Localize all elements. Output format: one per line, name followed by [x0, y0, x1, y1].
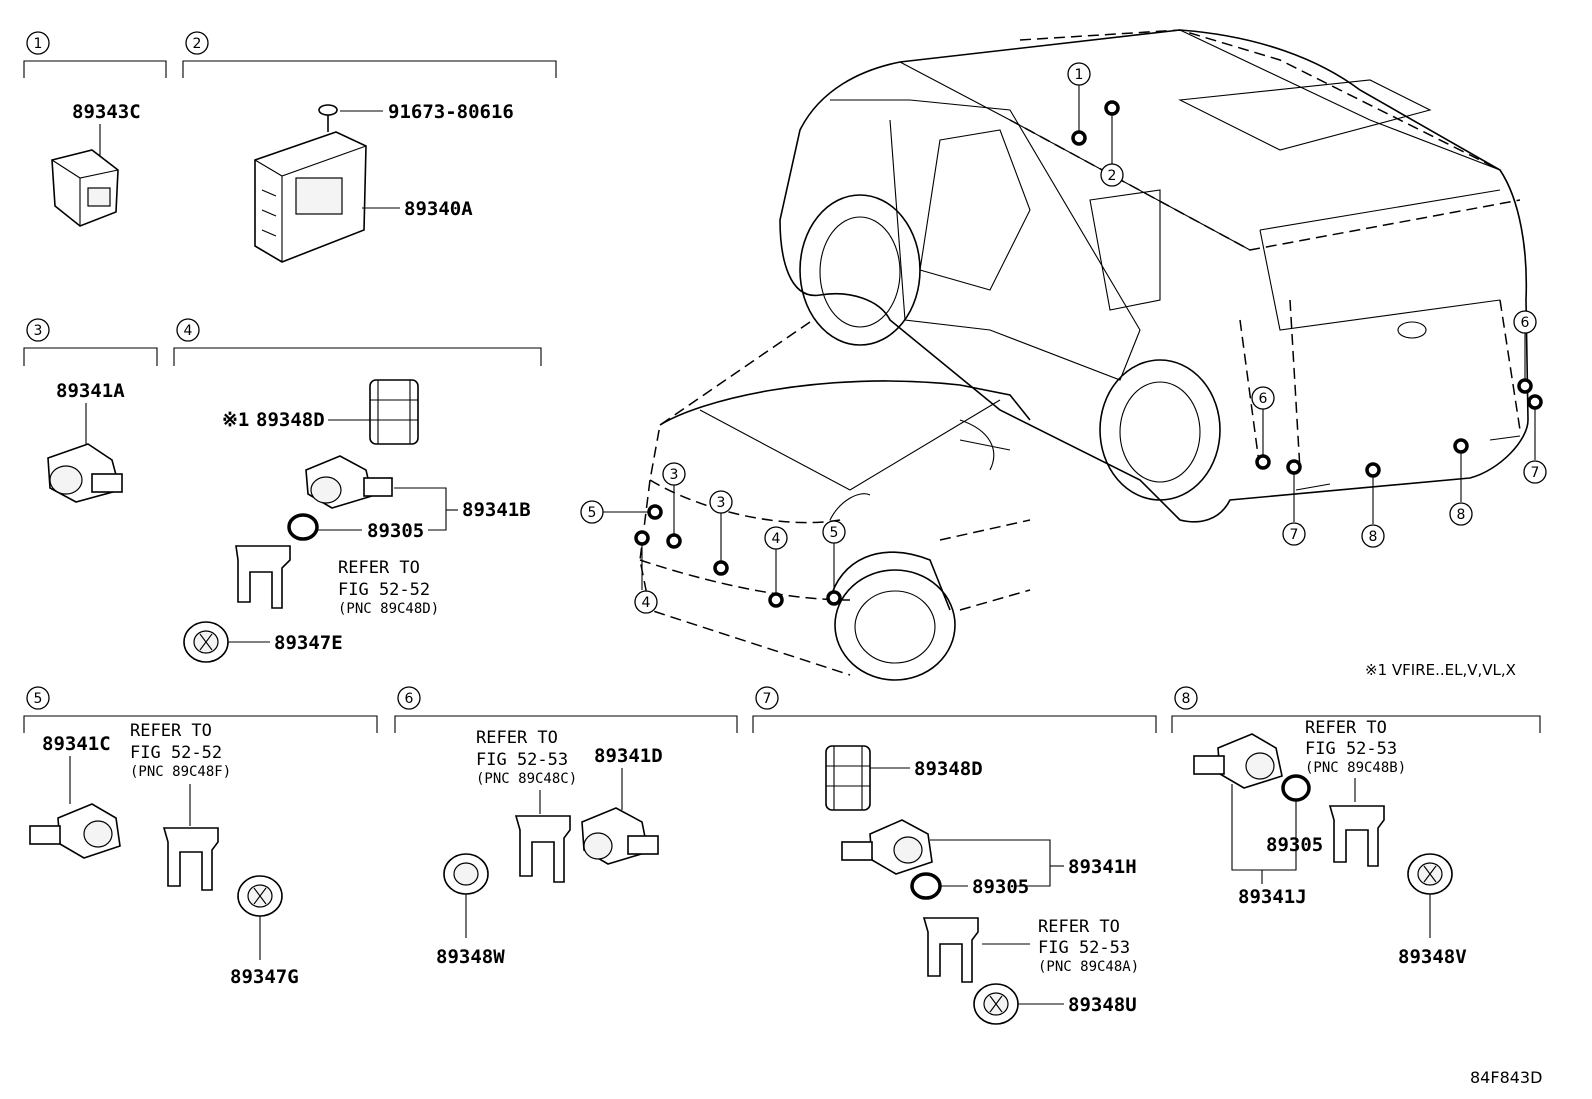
callout-8b: 8	[1457, 507, 1466, 523]
refer-to-4: REFER TO	[338, 558, 420, 578]
footnote: ※1 VFIRE..EL,V,VL,X	[1365, 661, 1516, 679]
callout-3b: 3	[717, 495, 726, 511]
callout-3a: 3	[670, 467, 679, 483]
sensor-ring-icon	[910, 872, 942, 900]
callout-6a: 6	[1259, 391, 1268, 407]
group-7: 7 89348D 89341H 89305 REFER TO FIG 52-53…	[752, 686, 1157, 1025]
callout-7a: 7	[1290, 527, 1299, 543]
ultrasonic-sensor-switch-icon	[51, 149, 119, 227]
ultrasonic-sensor-icon	[29, 803, 121, 859]
group-2-number: 2	[193, 36, 202, 52]
bracket-icon	[1328, 805, 1385, 867]
bracket-icon	[235, 545, 291, 609]
refer-pnc-5: (PNC 89C48F)	[130, 764, 231, 780]
part-89341A[interactable]: 89341A	[56, 380, 125, 402]
vehicle-callouts: 1 2 3 3 4 4 5 5 6 6	[580, 62, 1547, 614]
group-5-number: 5	[34, 691, 43, 707]
group-8-number: 8	[1182, 691, 1191, 707]
group-6: 6 REFER TO FIG 52-53 (PNC 89C48C) 89341D…	[394, 686, 738, 968]
sensor-retainer-icon	[369, 379, 419, 445]
part-89341B[interactable]: 89341B	[462, 499, 531, 521]
sensor-holder-icon	[973, 983, 1019, 1025]
refer-pnc-6: (PNC 89C48C)	[476, 771, 577, 787]
group-6-number: 6	[405, 691, 414, 707]
group-4: 4 ※1 89348D 89341B 89305 REFER TO FIG 52…	[173, 318, 542, 663]
part-89341J[interactable]: 89341J	[1238, 886, 1307, 908]
refer-to-7: REFER TO	[1038, 917, 1120, 937]
group-2: 2 91673-80616 89340A	[182, 31, 557, 263]
group-4-number: 4	[184, 323, 193, 339]
bracket-icon	[514, 815, 571, 883]
part-89341D[interactable]: 89341D	[594, 745, 663, 767]
refer-fig-6[interactable]: FIG 52-53	[476, 750, 568, 770]
ultrasonic-sensor-icon	[581, 807, 659, 865]
part-89341H[interactable]: 89341H	[1068, 856, 1137, 878]
part-89341C[interactable]: 89341C	[42, 733, 111, 755]
group-7-number: 7	[763, 691, 772, 707]
group-3-number: 3	[34, 323, 43, 339]
group-5: 5 89341C REFER TO FIG 52-52 (PNC 89C48F)…	[23, 686, 378, 988]
clearance-sonar-ecu-icon	[254, 131, 367, 263]
ultrasonic-sensor-icon	[47, 443, 123, 503]
sensor-holder-icon	[1407, 853, 1453, 895]
sensor-holder-icon	[443, 853, 489, 895]
callout-5b: 5	[830, 525, 839, 541]
part-89347E[interactable]: 89347E	[274, 632, 343, 654]
callout-8a: 8	[1369, 529, 1378, 545]
refer-pnc-8: (PNC 89C48B)	[1305, 760, 1406, 776]
part-89348W[interactable]: 89348W	[436, 946, 505, 968]
group-3: 3 89341A	[23, 318, 158, 503]
part-91673-80616[interactable]: 91673-80616	[388, 101, 514, 123]
refer-pnc-4: (PNC 89C48D)	[338, 601, 439, 617]
callout-7b: 7	[1531, 465, 1540, 481]
refer-pnc-7: (PNC 89C48A)	[1038, 959, 1139, 975]
callout-4b: 4	[772, 531, 781, 547]
ultrasonic-sensor-icon	[1193, 733, 1283, 789]
bracket-icon	[162, 827, 219, 891]
part-89305[interactable]: 89305	[367, 520, 424, 542]
part-89347G[interactable]: 89347G	[230, 966, 299, 988]
screw-icon	[318, 104, 338, 132]
ultrasonic-sensor-icon	[305, 455, 393, 509]
ultrasonic-sensor-icon	[841, 819, 933, 875]
refer-fig-4[interactable]: FIG 52-52	[338, 580, 430, 600]
part-89343C[interactable]: 89343C	[72, 101, 141, 123]
sensor-retainer-icon	[825, 745, 871, 811]
callout-6b: 6	[1521, 315, 1530, 331]
part-89340A[interactable]: 89340A	[404, 198, 473, 220]
bracket-icon	[922, 917, 979, 983]
refer-fig-5[interactable]: FIG 52-52	[130, 743, 222, 763]
callout-5a: 5	[588, 505, 597, 521]
refer-to-8: REFER TO	[1305, 718, 1387, 738]
note-mark-1: ※1	[222, 409, 249, 431]
vehicle-front-view-icon	[639, 321, 1031, 681]
diagram-code: 84F843D	[1470, 1068, 1542, 1087]
part-89348D[interactable]: 89348D	[256, 409, 325, 431]
part-89305-g8[interactable]: 89305	[1266, 834, 1323, 856]
sensor-ring-icon	[1281, 774, 1311, 802]
refer-fig-8[interactable]: FIG 52-53	[1305, 739, 1397, 759]
part-89305-g7[interactable]: 89305	[972, 876, 1029, 898]
sensor-holder-icon	[237, 875, 283, 917]
callout-4a: 4	[642, 595, 651, 611]
part-89348U[interactable]: 89348U	[1068, 994, 1137, 1016]
part-89348D-g7[interactable]: 89348D	[914, 758, 983, 780]
vehicle-rear-view-icon	[779, 29, 1529, 523]
refer-to-6: REFER TO	[476, 728, 558, 748]
group-1-number: 1	[34, 36, 43, 52]
callout-1: 1	[1075, 67, 1084, 83]
sensor-ring-icon	[287, 513, 319, 541]
refer-to-5: REFER TO	[130, 721, 212, 741]
part-89348V[interactable]: 89348V	[1398, 946, 1467, 968]
group-8: 8 89305 89341J REFER TO FIG 52-53 (PNC 8…	[1171, 686, 1541, 968]
sensor-holder-icon	[183, 621, 229, 663]
callout-2: 2	[1108, 168, 1117, 184]
refer-fig-7[interactable]: FIG 52-53	[1038, 938, 1130, 958]
group-1: 1 89343C	[23, 31, 167, 227]
